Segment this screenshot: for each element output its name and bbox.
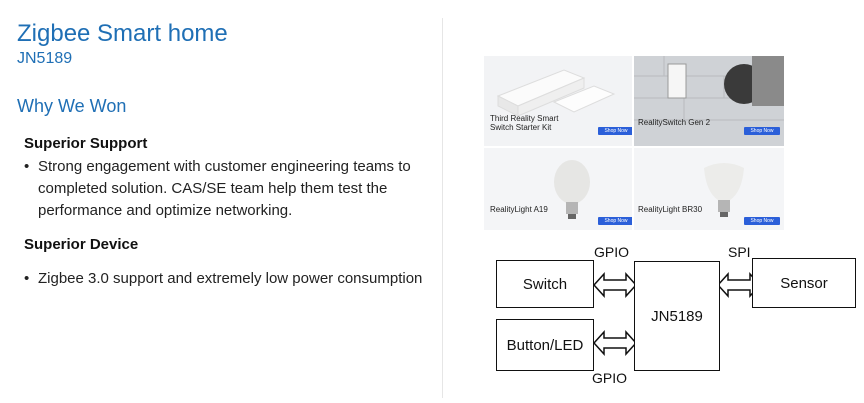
product-tile-switch-gen2: RealitySwitch Gen 2 Shop Now — [634, 56, 784, 146]
product-tile-br30: RealityLight BR30 Shop Now — [634, 148, 784, 230]
point-heading-device: Superior Device — [24, 236, 139, 253]
br30-bulb-illustration — [634, 148, 784, 230]
bullet-dot: • — [24, 158, 30, 175]
bullet-support: • Strong engagement with customer engine… — [24, 156, 444, 222]
product-label-br30: RealityLight BR30 — [638, 205, 703, 214]
bullet-device-text: Zigbee 3.0 support and extremely low pow… — [38, 270, 423, 287]
starter-kit-illustration — [484, 56, 632, 146]
slide-subtitle: JN5189 — [17, 50, 73, 67]
jn5189-block: JN5189 — [634, 261, 720, 371]
switch-block: Switch — [496, 260, 594, 308]
shop-now-button[interactable]: Shop Now — [598, 217, 632, 225]
double-arrow-switch — [592, 272, 638, 298]
section-title: Why We Won — [17, 96, 127, 116]
product-tile-a19: RealityLight A19 Shop Now — [484, 148, 632, 230]
product-label-switch-gen2: RealitySwitch Gen 2 — [638, 118, 711, 127]
slide-title: Zigbee Smart home — [17, 20, 228, 47]
gpio-label-bottom: GPIO — [592, 370, 628, 386]
double-arrow-button-led — [592, 330, 638, 356]
spi-label: SPI — [728, 244, 751, 260]
button-led-block: Button/LED — [496, 319, 594, 371]
product-label-starter-kit: Third Reality Smart Switch Starter Kit — [490, 114, 559, 132]
bullet-support-text: Strong engagement with customer engineer… — [38, 158, 411, 219]
gpio-label-top: GPIO — [594, 244, 630, 260]
a19-bulb-illustration — [484, 148, 632, 230]
product-label-a19: RealityLight A19 — [490, 205, 548, 214]
bullet-dot: • — [24, 270, 30, 287]
column-divider — [442, 18, 443, 398]
bullet-device: • Zigbee 3.0 support and extremely low p… — [24, 268, 444, 290]
shop-now-button[interactable]: Shop Now — [744, 127, 780, 135]
sensor-block: Sensor — [752, 258, 856, 308]
shop-now-button[interactable]: Shop Now — [598, 127, 632, 135]
product-tile-starter-kit: Third Reality Smart Switch Starter Kit S… — [484, 56, 632, 146]
shop-now-button[interactable]: Shop Now — [744, 217, 780, 225]
point-heading-support: Superior Support — [24, 135, 148, 152]
block-diagram: Switch Button/LED JN5189 Sensor GPIO GPI… — [470, 240, 864, 400]
